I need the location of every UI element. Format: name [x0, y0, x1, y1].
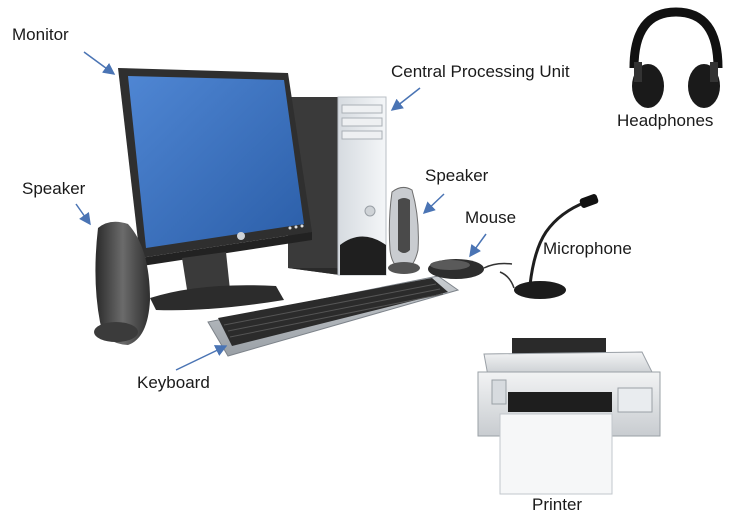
speaker-left [94, 221, 150, 345]
speaker-left-arrow [75, 203, 91, 226]
monitor-arrow [83, 51, 116, 75]
keyboard-arrow [175, 345, 228, 371]
microphone [499, 194, 599, 299]
speaker-right-arrow [422, 193, 445, 215]
label-mouse: Mouse [465, 208, 517, 227]
headphones [629, 7, 723, 108]
label-cpu: Central Processing Unit [391, 62, 570, 81]
label-printer: Printer [532, 495, 583, 514]
pointer-arrows [75, 51, 487, 371]
label-headphones: Headphones [617, 111, 714, 130]
label-speaker-right: Speaker [425, 166, 489, 185]
label-speaker-left: Speaker [22, 179, 86, 198]
speaker-right [388, 186, 420, 274]
label-monitor: Monitor [12, 25, 69, 44]
cpu-arrow [390, 87, 421, 111]
monitor [118, 68, 312, 311]
printer [477, 338, 661, 495]
mouse [428, 259, 513, 279]
label-keyboard: Keyboard [137, 373, 210, 392]
keyboard [207, 275, 460, 357]
mouse-arrow [469, 233, 487, 258]
label-microphone: Microphone [543, 239, 632, 258]
